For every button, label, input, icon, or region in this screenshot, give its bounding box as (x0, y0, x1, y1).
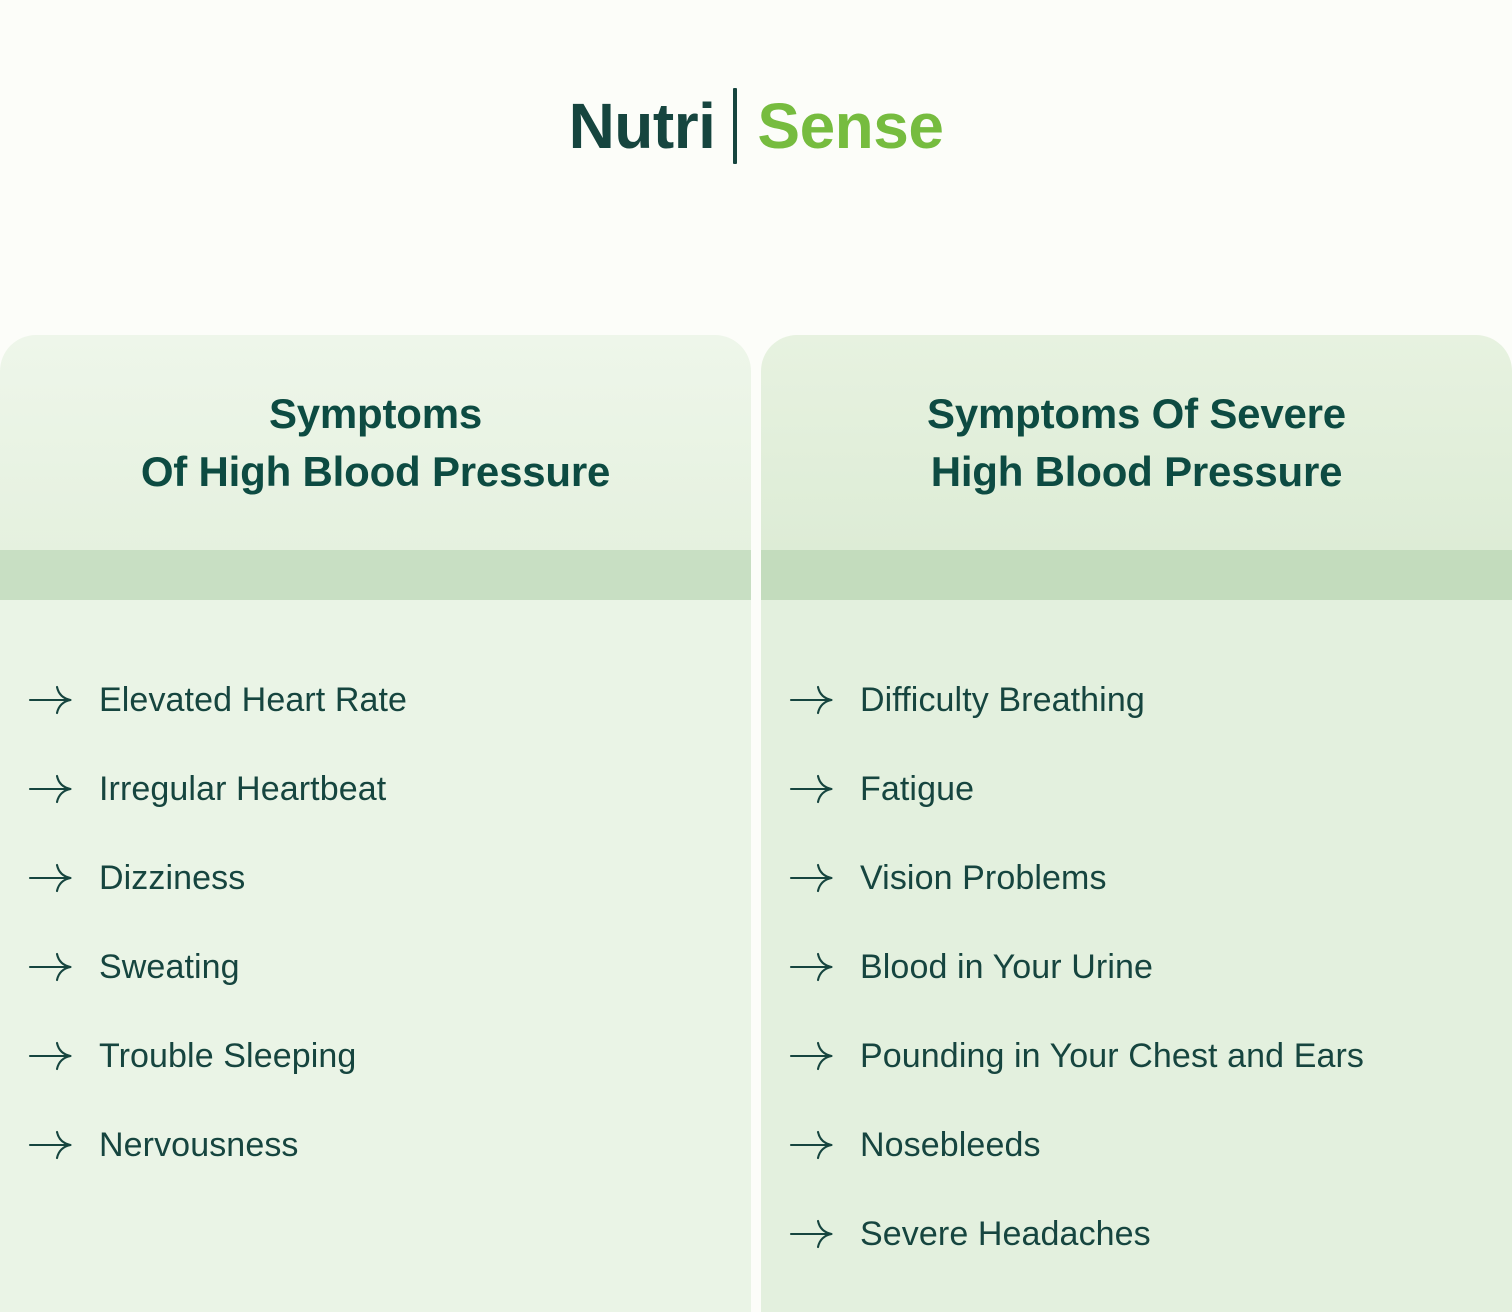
arrow-right-icon (789, 1041, 835, 1071)
arrow-right-icon (28, 1130, 74, 1160)
arrow-right-icon (789, 863, 835, 893)
list-item-label: Blood in Your Urine (860, 947, 1153, 986)
list-item-label: Difficulty Breathing (860, 680, 1145, 719)
panel-header-right: Symptoms Of Severe High Blood Pressure (761, 335, 1512, 550)
list-item-label: Elevated Heart Rate (99, 680, 408, 719)
list-item: Pounding in Your Chest and Ears (761, 1011, 1512, 1100)
panel-divider-band-left (0, 550, 751, 600)
list-item: Elevated Heart Rate (0, 655, 751, 744)
list-item-label: Trouble Sleeping (99, 1036, 357, 1075)
arrow-right-icon (28, 863, 74, 893)
list-item: Vision Problems (761, 833, 1512, 922)
logo-word-sense: Sense (757, 90, 944, 162)
arrow-right-icon (789, 952, 835, 982)
list-item-label: Pounding in Your Chest and Ears (860, 1036, 1365, 1075)
list-item: Trouble Sleeping (0, 1011, 751, 1100)
list-item: Nosebleeds (761, 1100, 1512, 1189)
logo-lockup: Nutri Sense (569, 78, 944, 174)
list-item-label: Sweating (99, 947, 240, 986)
list-item: Nervousness (0, 1100, 751, 1189)
arrow-right-icon (28, 1041, 74, 1071)
arrow-right-icon (28, 685, 74, 715)
arrow-right-icon (789, 1219, 835, 1249)
arrow-right-icon (789, 685, 835, 715)
list-item-label: Severe Headaches (860, 1214, 1151, 1253)
list-item-label: Nosebleeds (860, 1125, 1041, 1164)
panel-high-blood-pressure: Symptoms Of High Blood Pressure Elevated… (0, 335, 751, 1312)
list-item: Blood in Your Urine (761, 922, 1512, 1011)
panel-divider-band-right (761, 550, 1512, 600)
arrow-right-icon (789, 774, 835, 804)
panel-body-left: Elevated Heart Rate Irregular Heartbeat (0, 600, 751, 1312)
list-item: Difficulty Breathing (761, 655, 1512, 744)
logo-word-nutri: Nutri (568, 90, 716, 162)
list-item: Severe Headaches (761, 1189, 1512, 1278)
list-item-label: Nervousness (99, 1125, 299, 1164)
arrow-right-icon (789, 1130, 835, 1160)
brand-logo: Nutri Sense (0, 0, 1512, 335)
panel-body-right: Difficulty Breathing Fatigue (761, 600, 1512, 1312)
list-item: Irregular Heartbeat (0, 744, 751, 833)
panel-header-left: Symptoms Of High Blood Pressure (0, 335, 751, 550)
symptom-list-right: Difficulty Breathing Fatigue (761, 655, 1512, 1278)
list-item-label: Dizziness (99, 858, 246, 897)
list-item-label: Fatigue (860, 769, 975, 808)
panel-title-right: Symptoms Of Severe High Blood Pressure (927, 389, 1346, 495)
list-item: Sweating (0, 922, 751, 1011)
list-item: Fatigue (761, 744, 1512, 833)
logo-divider (733, 88, 738, 164)
arrow-right-icon (28, 774, 74, 804)
panel-severe-high-blood-pressure: Symptoms Of Severe High Blood Pressure D… (761, 335, 1512, 1312)
list-item-label: Irregular Heartbeat (99, 769, 387, 808)
list-item-label: Vision Problems (860, 858, 1107, 897)
panel-title-left: Symptoms Of High Blood Pressure (140, 389, 611, 495)
arrow-right-icon (28, 952, 74, 982)
list-item: Dizziness (0, 833, 751, 922)
symptoms-comparison: Symptoms Of High Blood Pressure Elevated… (0, 335, 1512, 1312)
symptom-list-left: Elevated Heart Rate Irregular Heartbeat (0, 655, 751, 1189)
